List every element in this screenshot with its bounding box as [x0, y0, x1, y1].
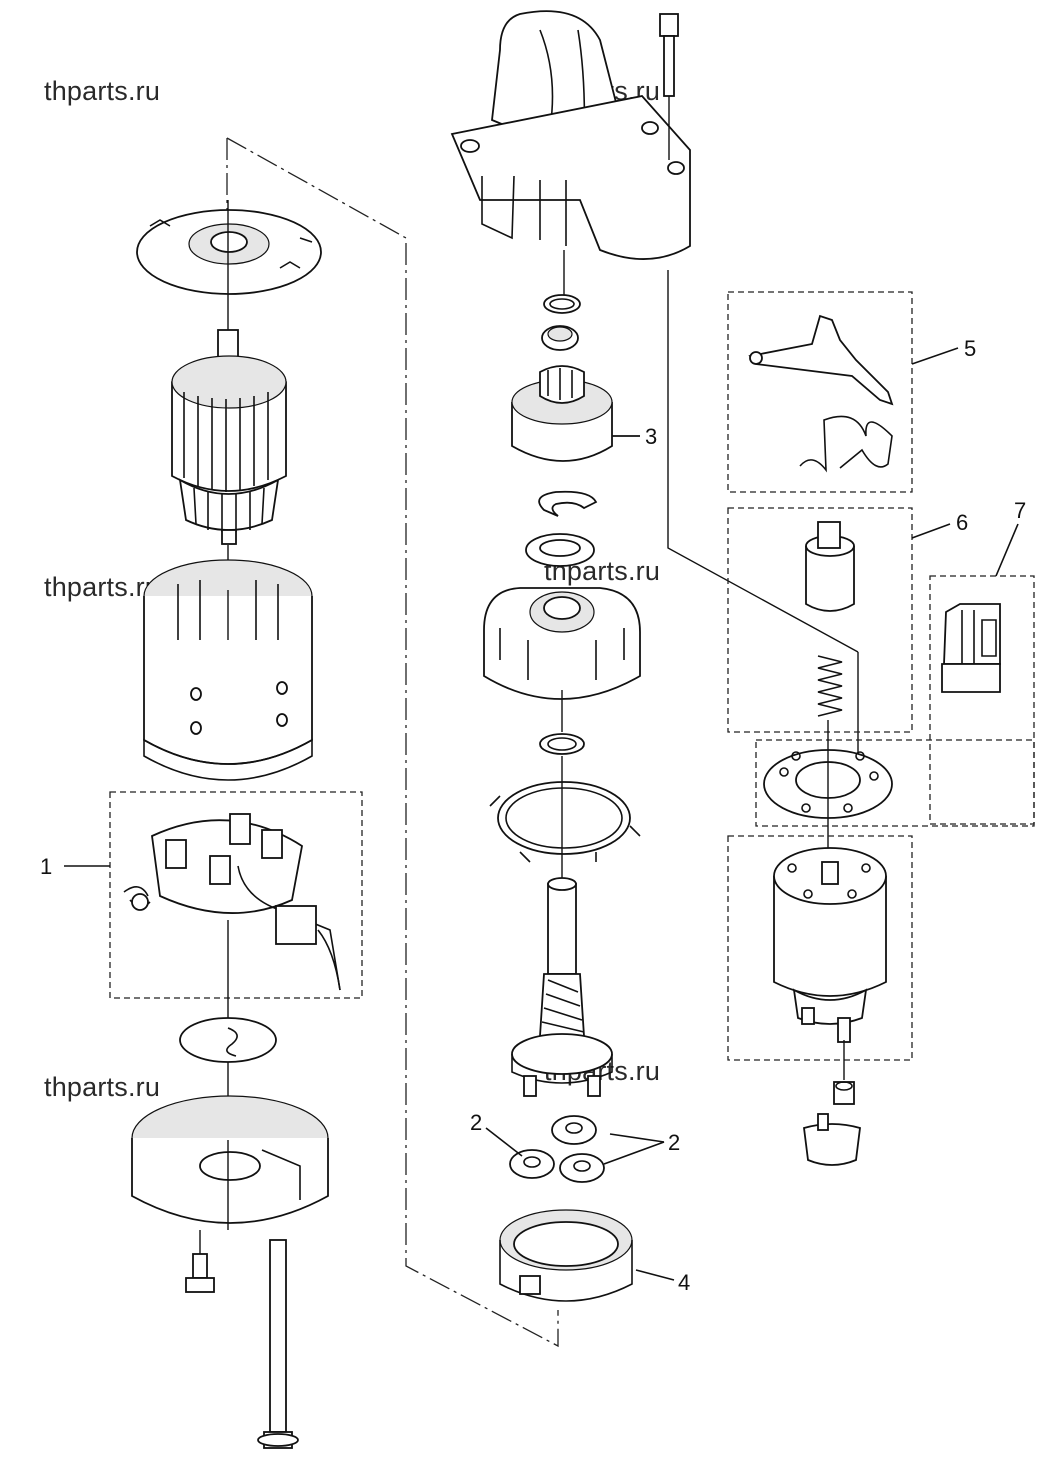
planet-gears: [509, 1115, 605, 1183]
callout-5: 5: [964, 336, 976, 361]
terminal-nut: [833, 1081, 855, 1105]
callout-leaders: [64, 347, 1019, 1281]
gear-plate: [489, 781, 641, 863]
washer: [525, 533, 595, 567]
center-bracket: [483, 587, 641, 700]
stop-collar: [541, 325, 579, 351]
group-box-6: [727, 507, 913, 733]
lock-plate: [179, 1017, 277, 1063]
callout-7: 7: [1014, 498, 1026, 523]
contact-cap: [941, 603, 1001, 693]
watermark-low-left: thparts.ru: [44, 1072, 161, 1102]
plunger: [805, 521, 855, 612]
housing-bolt: [659, 13, 679, 160]
lever-spring: [799, 415, 893, 473]
shift-lever: [748, 314, 894, 406]
group-box-5: [727, 291, 913, 493]
callout-2-right: 2: [668, 1130, 680, 1155]
armature: [171, 329, 287, 545]
end-plate: [136, 209, 322, 295]
seal-ring: [539, 733, 585, 755]
group-box-solenoid: [727, 835, 913, 1061]
group-box-1: [109, 791, 363, 999]
assembly-chain-lines: [226, 137, 859, 1348]
yoke-housing: [143, 559, 313, 781]
terminal-clip: [803, 1113, 861, 1166]
cover-screw: [185, 1230, 215, 1293]
pinion-clutch: [511, 365, 613, 462]
callout-2-left: 2: [470, 1110, 482, 1135]
brush-holder-assembly: [123, 813, 341, 991]
through-bolt: [257, 1239, 299, 1449]
planetary-shaft: [511, 877, 613, 1097]
callout-4: 4: [678, 1270, 690, 1295]
group-box-7: [929, 575, 1035, 825]
drive-housing: [450, 10, 691, 260]
watermark-mid-left: thparts.ru: [44, 572, 161, 602]
rear-cover: [131, 1095, 329, 1230]
e-clip: [538, 490, 598, 517]
callout-3: 3: [645, 424, 657, 449]
group-box-7-lower: [755, 739, 1035, 827]
callout-1: 1: [40, 854, 52, 879]
watermark-top-left: thparts.ru: [44, 76, 161, 106]
internal-gear: [499, 1209, 633, 1302]
plunger-spring: [817, 655, 843, 717]
solenoid-body: [773, 847, 887, 1043]
snap-ring-top: [543, 294, 581, 314]
callout-6: 6: [956, 510, 968, 535]
